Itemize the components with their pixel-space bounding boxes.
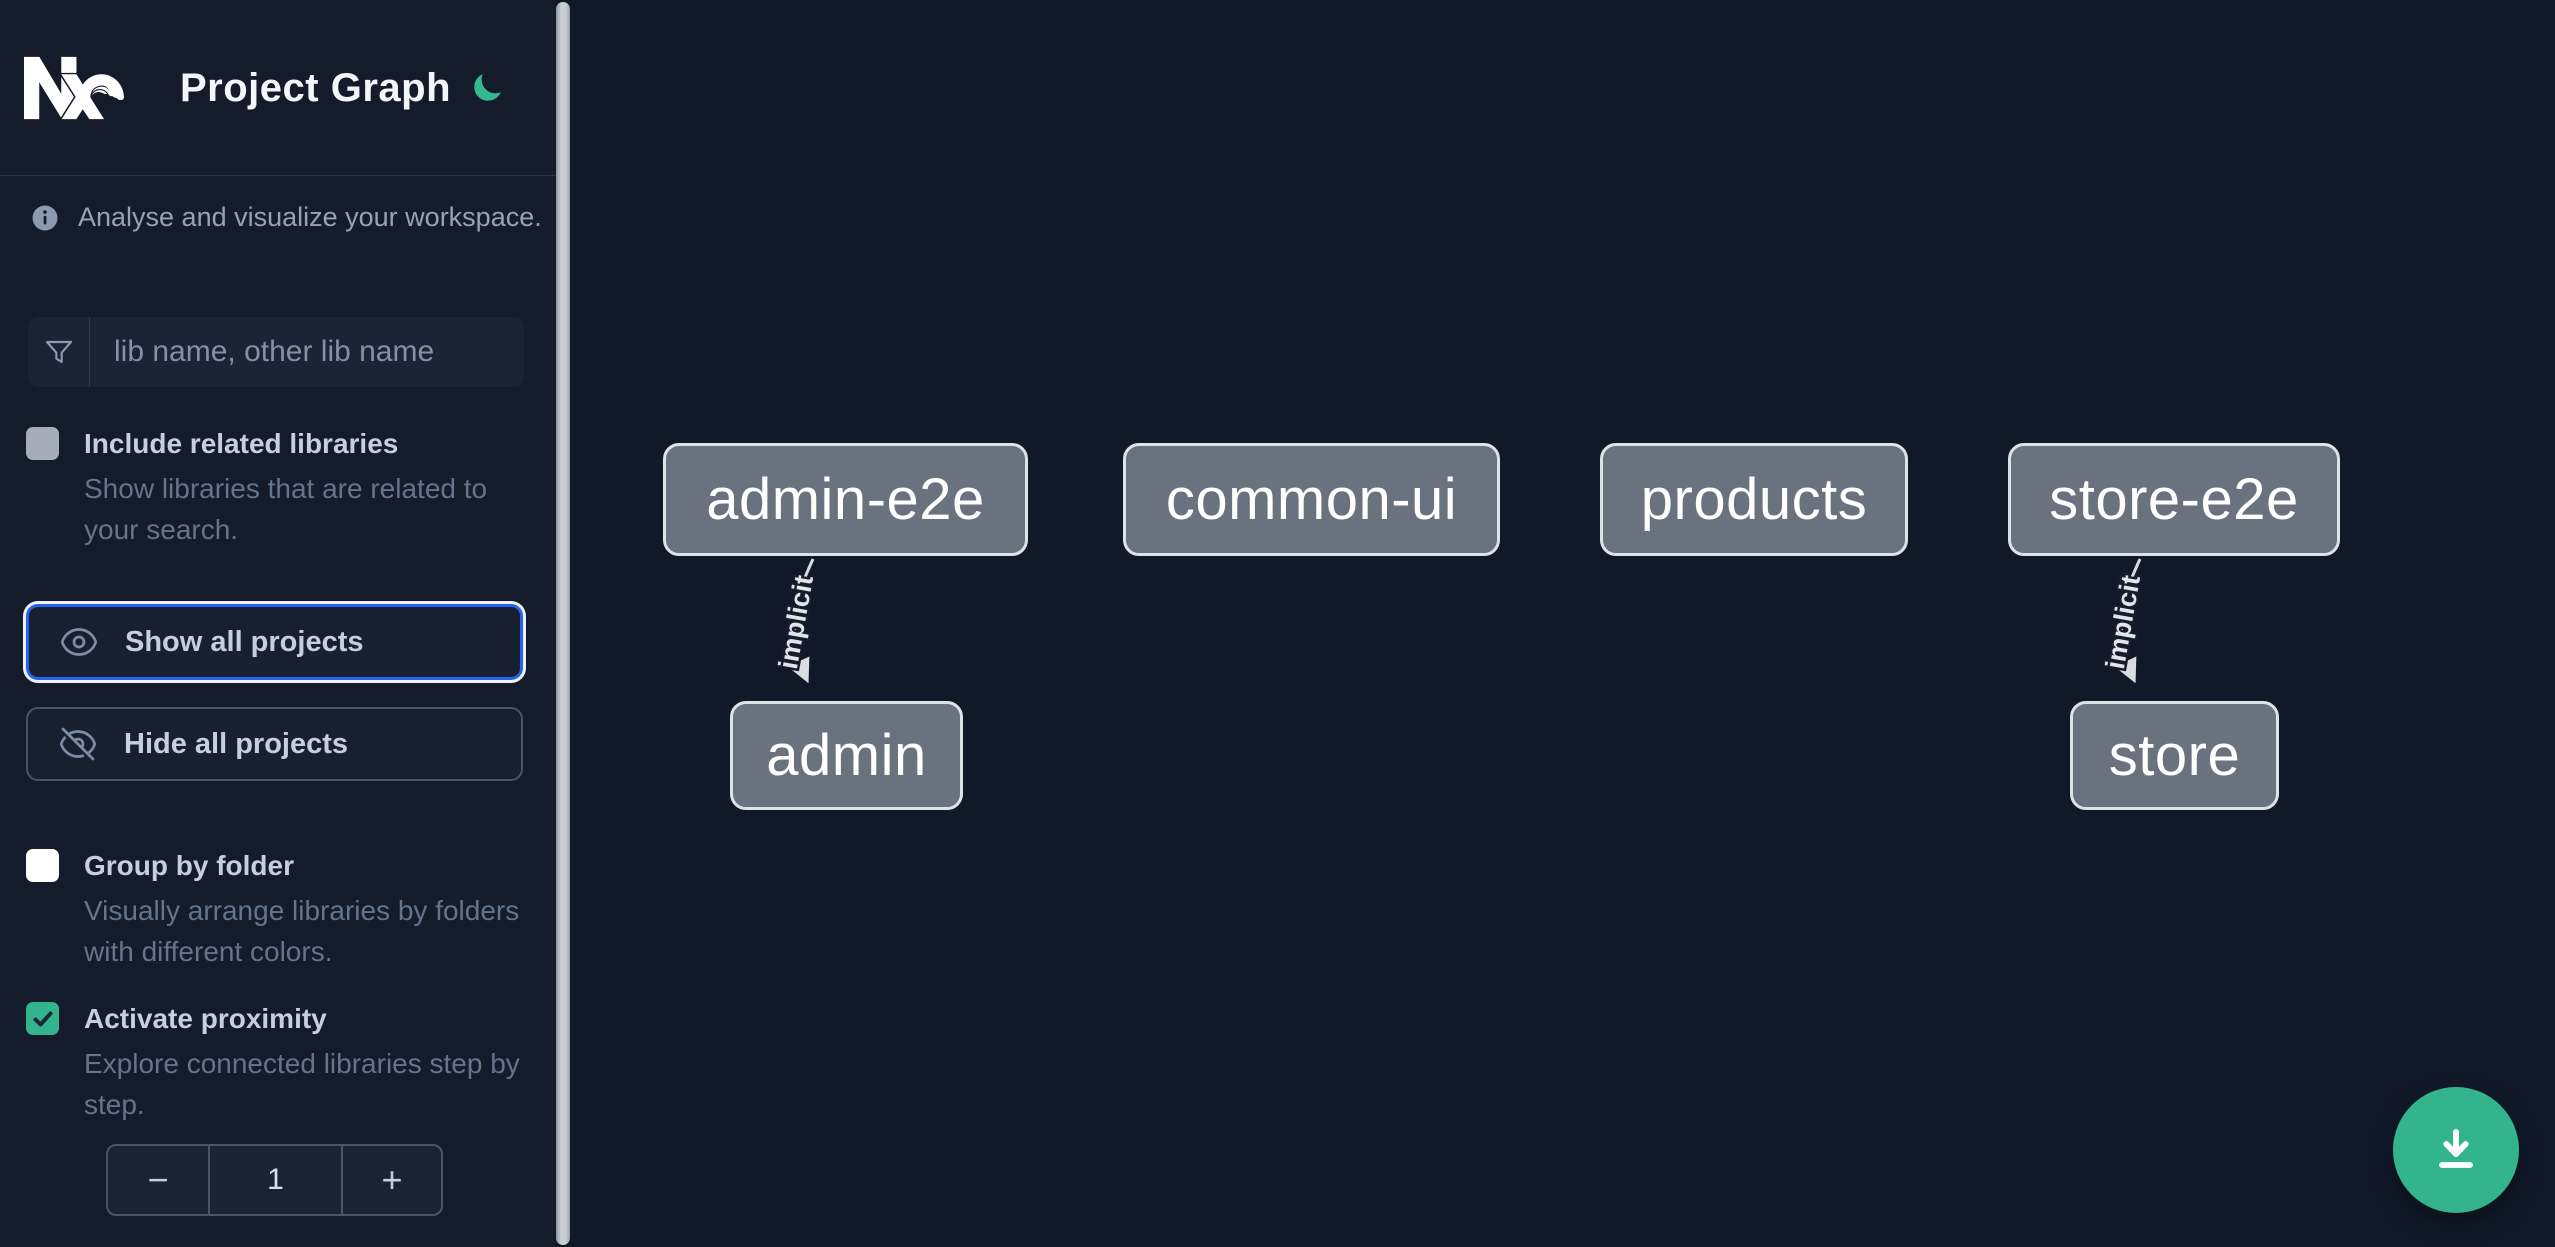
graph-node-store-e2e[interactable]: store-e2e [2008,443,2340,556]
include-related-checkbox[interactable] [26,427,59,460]
group-by-folder-checkbox[interactable] [26,849,59,882]
show-all-projects-button[interactable]: Show all projects [26,604,523,680]
eye-icon [60,628,98,656]
group-by-folder-row: Group by folder Visually arrange librari… [26,846,526,972]
project-graph-canvas[interactable]: implicit implicit admin-e2e common-ui pr… [570,0,2555,1247]
sidebar: Project Graph Analyse and visualize your… [0,0,556,1247]
graph-edges: implicit implicit [771,558,2148,684]
edge-store-e2e-to-store [2114,558,2142,684]
proximity-decrement-button[interactable]: − [108,1146,210,1214]
funnel-icon [45,340,72,364]
group-by-folder-label: Group by folder [84,850,294,881]
graph-node-store[interactable]: store [2070,701,2279,810]
sidebar-header: Project Graph [0,0,556,176]
checkmark-icon [33,1011,52,1026]
proximity-stepper: − 1 + [106,1144,443,1216]
filter-search [28,317,524,387]
proximity-value: 1 [267,1163,284,1196]
sidebar-resize-handle[interactable] [556,2,570,1245]
group-by-folder-description: Visually arrange libraries by folders wi… [84,895,520,967]
graph-node-products[interactable]: products [1600,443,1908,556]
activate-proximity-checkbox[interactable] [26,1002,59,1035]
include-related-description: Show libraries that are related to your … [84,473,488,545]
edge-label-implicit-admin: implicit [773,573,819,671]
include-related-row: Include related libraries Show libraries… [26,424,526,550]
activate-proximity-row: Activate proximity Explore connected lib… [26,999,526,1125]
edge-admin-e2e-to-admin [787,558,815,684]
graph-node-admin[interactable]: admin [730,701,963,810]
info-icon [32,205,58,230]
workspace-tagline: Analyse and visualize your workspace. [78,202,542,232]
hide-all-projects-label: Hide all projects [124,727,349,760]
nx-logo [24,56,124,120]
graph-node-common-ui[interactable]: common-ui [1123,443,1500,556]
show-all-projects-label: Show all projects [125,625,364,658]
activate-proximity-description: Explore connected libraries step by step… [84,1048,520,1120]
filter-icon-cell [28,317,90,387]
page-title: Project Graph [180,66,452,110]
download-icon [2439,1128,2473,1168]
activate-proximity-label: Activate proximity [84,1003,327,1034]
eye-slash-icon [59,727,97,761]
download-graph-button[interactable] [2393,1087,2519,1213]
proximity-increment-button[interactable]: + [341,1146,441,1214]
moon-icon [474,73,501,101]
edge-label-implicit-store: implicit [2100,573,2146,671]
search-input[interactable] [90,317,524,387]
theme-toggle-button[interactable] [468,70,506,108]
hide-all-projects-button[interactable]: Hide all projects [26,707,523,781]
include-related-label: Include related libraries [84,428,399,459]
workspace-tagline-row: Analyse and visualize your workspace. [30,202,542,233]
graph-node-admin-e2e[interactable]: admin-e2e [663,443,1028,556]
